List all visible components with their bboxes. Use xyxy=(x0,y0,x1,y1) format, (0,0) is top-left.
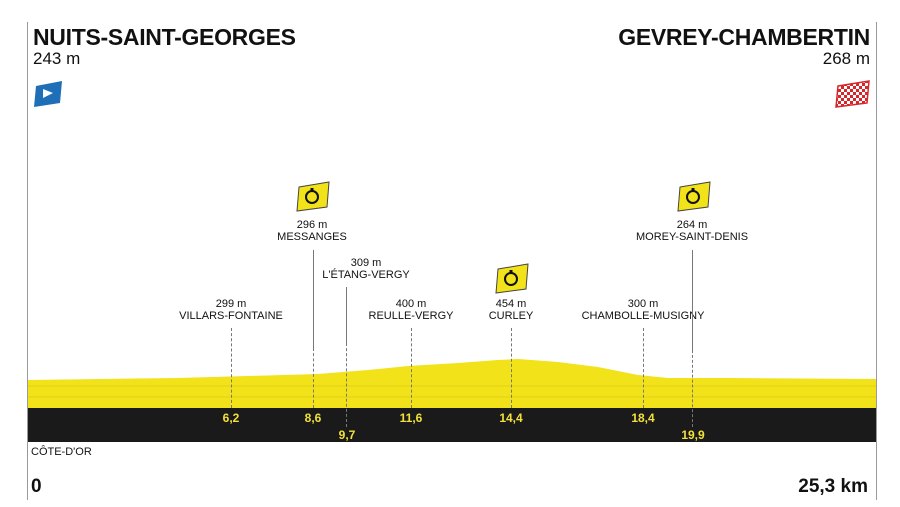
frame-left xyxy=(27,22,28,500)
km-marker: 18,4 xyxy=(631,411,655,425)
km-band xyxy=(28,408,876,442)
checkered-flag-icon xyxy=(835,80,870,108)
guide-line-chambolle xyxy=(643,328,644,408)
guide-line-villars xyxy=(231,328,232,408)
elevation-profile xyxy=(28,359,876,442)
frame-right xyxy=(876,22,877,500)
km-marker: 14,4 xyxy=(499,411,523,425)
region-label: CÔTE-D'OR xyxy=(31,446,92,458)
guide-line-morey xyxy=(692,250,693,350)
guide-line-etang xyxy=(346,287,347,343)
km-marker: 6,2 xyxy=(222,411,240,425)
sprint-icon-morey xyxy=(677,181,711,212)
km-marker: 9,7 xyxy=(338,428,356,442)
sprint-icon-messanges xyxy=(296,181,330,212)
sprint-icon-curley xyxy=(495,263,529,294)
km-marker: 8,6 xyxy=(304,411,322,425)
guide-line-messanges-dash xyxy=(313,348,314,408)
distance-end: 25,3 km xyxy=(798,476,868,497)
guide-line-messanges xyxy=(313,250,314,348)
finish-altitude: 268 m xyxy=(822,49,870,68)
guide-line-curley xyxy=(511,328,512,408)
start-flag-icon xyxy=(34,81,62,107)
guide-line-morey-dash xyxy=(692,350,693,427)
guide-line-etang-dash xyxy=(346,343,347,427)
finish-city: GEVREY-CHAMBERTIN xyxy=(618,24,870,50)
km-marker: 11,6 xyxy=(399,411,423,425)
guide-line-reulle xyxy=(411,328,412,408)
start-altitude: 243 m xyxy=(33,49,81,68)
profile-area xyxy=(28,359,876,408)
distance-start: 0 xyxy=(31,476,42,497)
start-city: NUITS-SAINT-GEORGES xyxy=(33,24,296,50)
km-marker: 19,9 xyxy=(681,428,705,442)
